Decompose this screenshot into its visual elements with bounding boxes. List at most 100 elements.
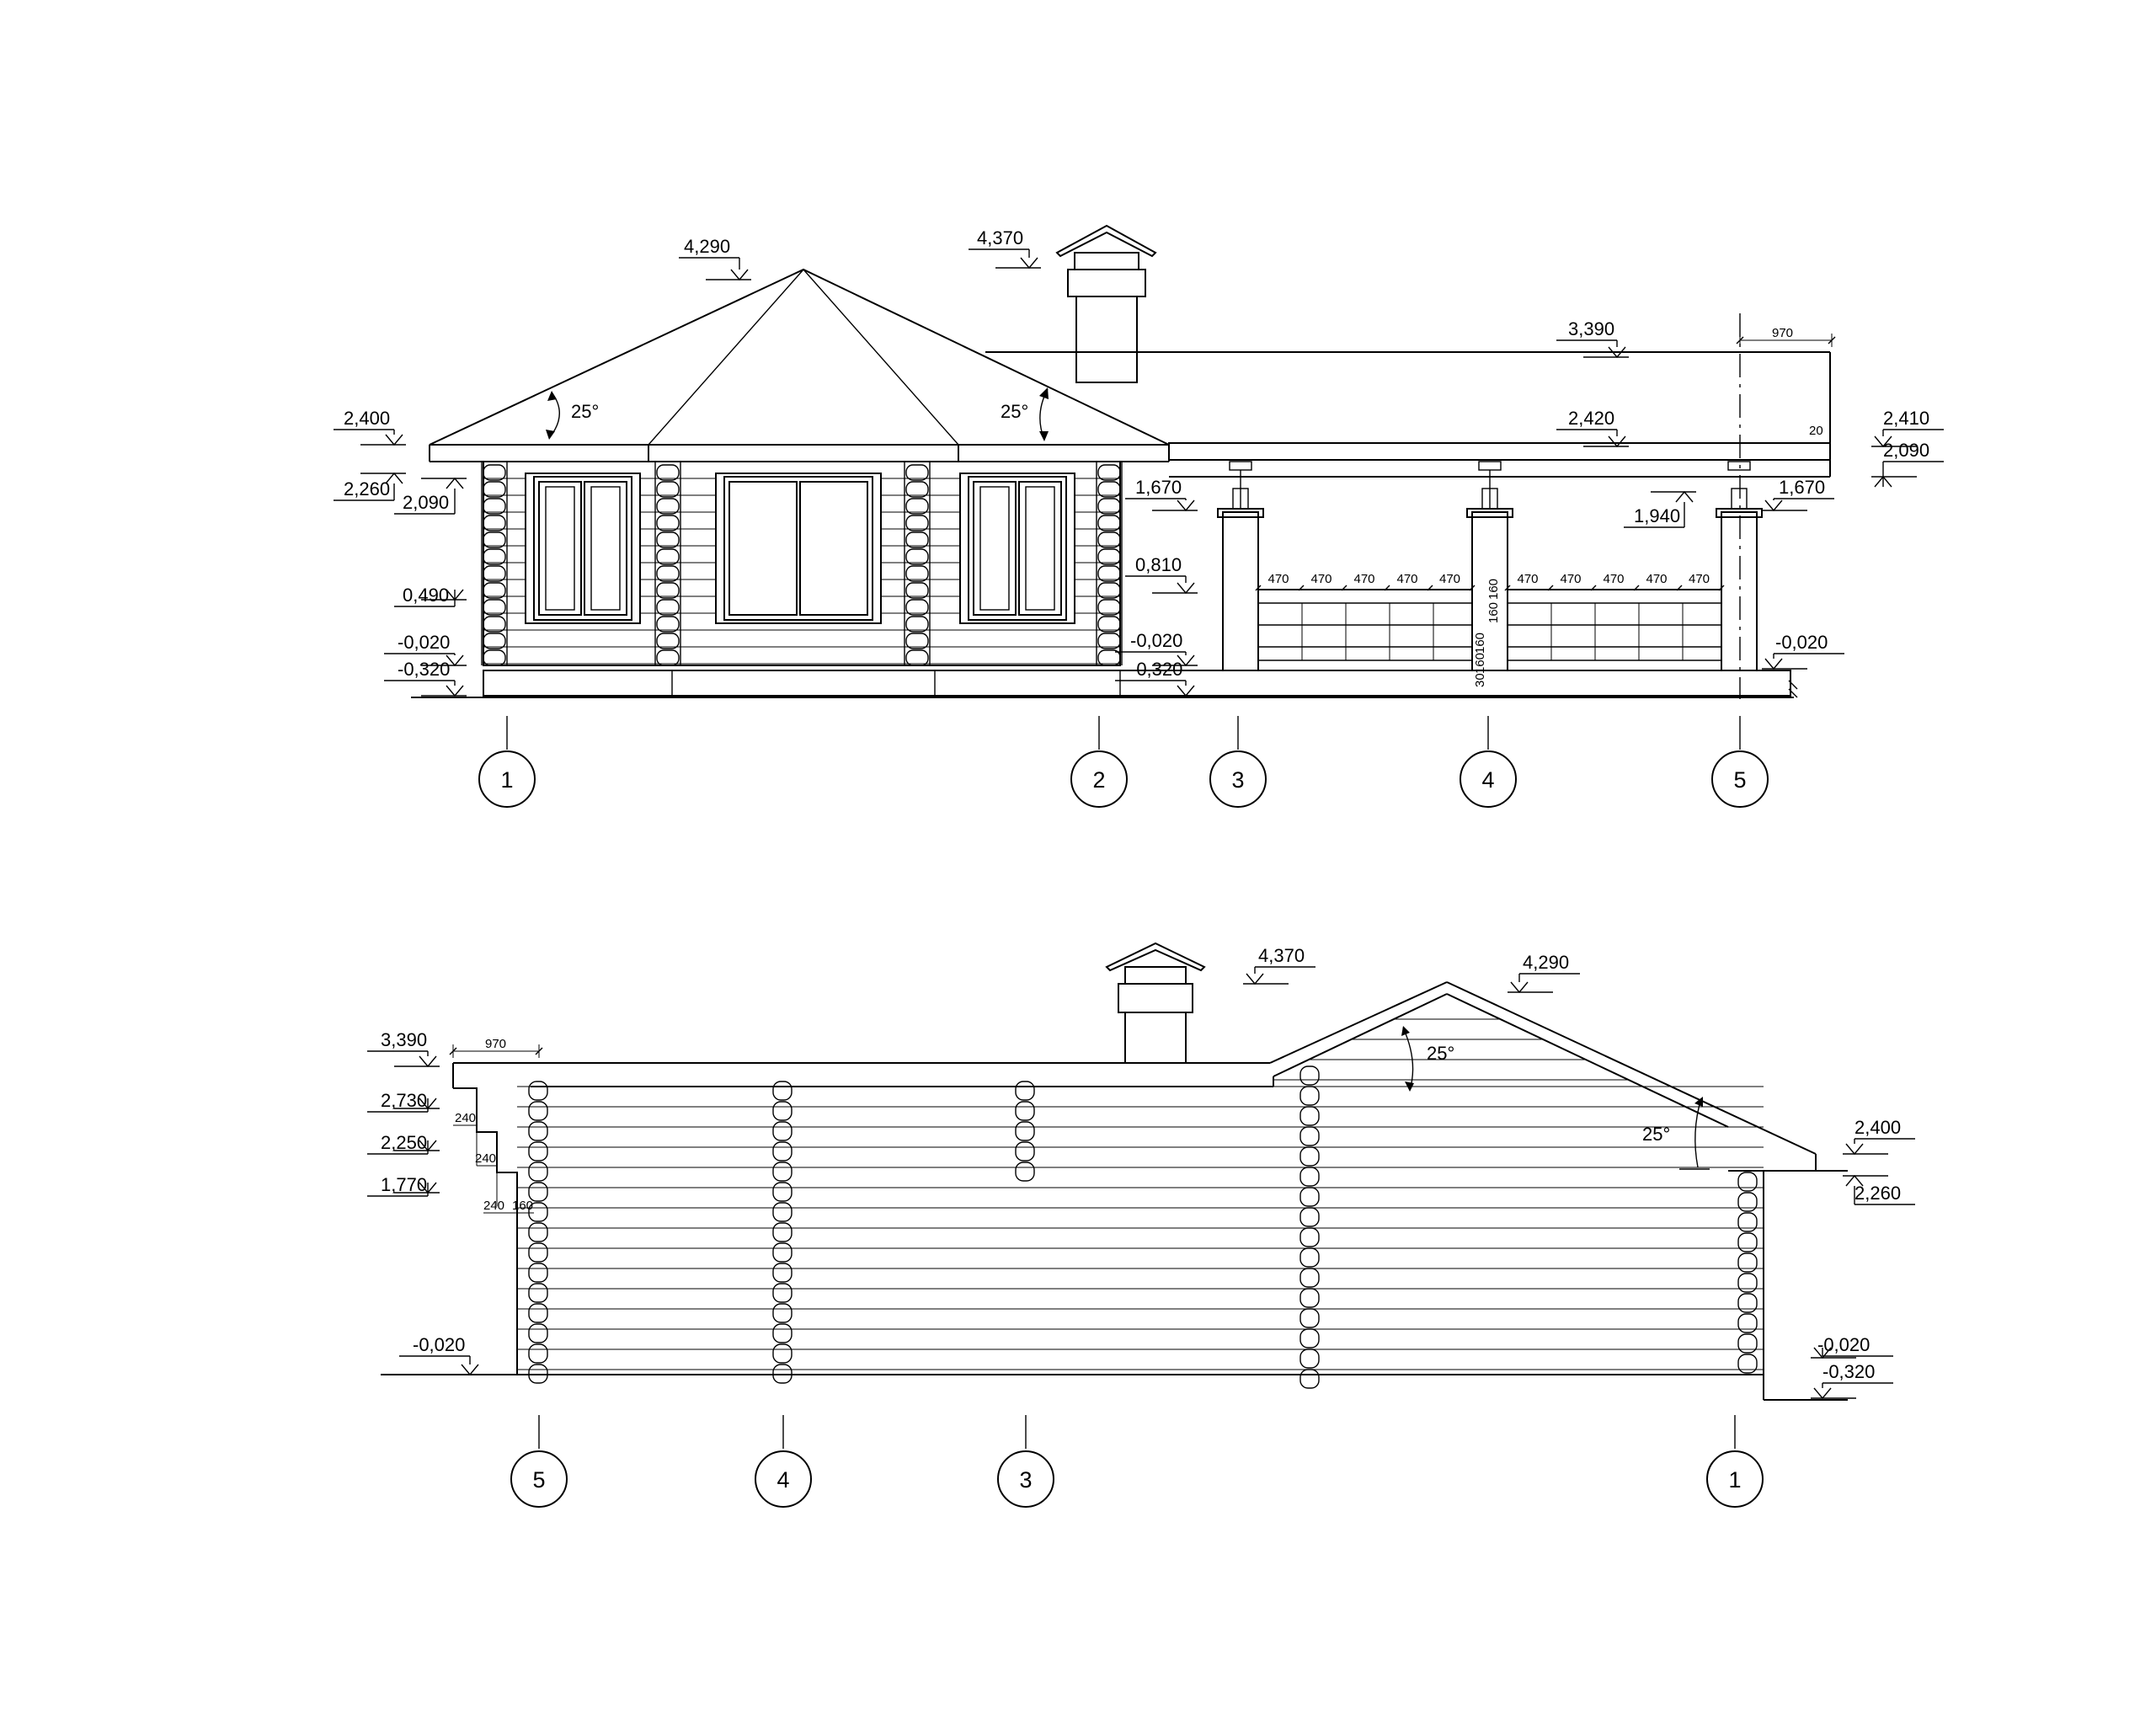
level-mark-sill_left: 0,490: [394, 585, 467, 607]
log-end: [656, 633, 680, 649]
log-end: [1097, 616, 1121, 633]
level-mark-ground_right: -0,320: [1811, 1361, 1893, 1400]
log-end: [1737, 1232, 1758, 1252]
log-end: [772, 1141, 792, 1162]
side-roof: [452, 981, 1848, 1172]
log-end: [905, 649, 929, 666]
level-value-chimney: 4,370: [977, 227, 1023, 248]
axis-label: 5: [532, 1467, 545, 1493]
log-end: [1299, 1187, 1320, 1207]
log-end: [1299, 1288, 1320, 1308]
side-step-dim-1: 240: [455, 1111, 476, 1125]
log-end: [483, 548, 506, 565]
log-end: [1015, 1081, 1035, 1101]
side-chimney: [1105, 942, 1206, 1064]
front-angle-left: 25°: [571, 401, 599, 422]
side-step-dims: 970 240 240 240 160: [449, 1037, 543, 1214]
log-end: [1097, 565, 1121, 582]
log-end: [1299, 1086, 1320, 1106]
axis-marker: [755, 1450, 812, 1508]
log-end: [528, 1121, 548, 1141]
log-end: [528, 1303, 548, 1323]
railing-vertical-label: 160: [1473, 633, 1487, 654]
log-end: [905, 633, 929, 649]
level-mark-terrace_roof: 3,390: [1556, 318, 1629, 359]
log-end: [772, 1263, 792, 1283]
railing-spacing-label: 470: [1604, 572, 1625, 586]
level-mark-terrace_eave: 2,420: [1556, 408, 1629, 448]
log-end: [1299, 1308, 1320, 1328]
level-value-wall_top_right: 2,260: [1854, 1183, 1901, 1204]
log-end: [1737, 1293, 1758, 1313]
level-value-terrace_roof: 3,390: [1568, 318, 1614, 339]
axis-label: 3: [1019, 1467, 1032, 1493]
level-value-step_1: 2,730: [381, 1090, 427, 1111]
log-end: [483, 649, 506, 666]
level-mark-floor_mid: -0,020: [1115, 630, 1198, 667]
level-mark-step_2: 2,250: [367, 1132, 440, 1155]
log-end: [1015, 1141, 1035, 1162]
level-mark-post_top_left: 1,670: [1125, 477, 1198, 512]
level-value-step_3: 1,770: [381, 1174, 427, 1195]
log-end: [1737, 1273, 1758, 1293]
log-end: [1737, 1333, 1758, 1354]
front-chimney: [1055, 224, 1157, 383]
railing-spacing-label: 470: [1646, 572, 1668, 586]
level-mark-wall_top_right: 2,260: [1843, 1174, 1915, 1205]
front-angle-right: 25°: [1001, 401, 1028, 422]
level-value-roof_left: 3,390: [381, 1029, 427, 1050]
log-end: [528, 1162, 548, 1182]
log-end: [1015, 1121, 1035, 1141]
level-mark-eave_right: 2,400: [1843, 1117, 1915, 1156]
side-step-dim-3: 240: [483, 1199, 504, 1213]
level-value-beam_right: 2,090: [1883, 440, 1929, 461]
log-end: [528, 1242, 548, 1263]
axis-label: 1: [1728, 1467, 1741, 1493]
side-overhang-value: 970: [485, 1037, 506, 1051]
log-end: [656, 531, 680, 548]
log-end: [772, 1323, 792, 1343]
log-end: [772, 1162, 792, 1182]
front-overhang-value: 970: [1772, 326, 1793, 340]
log-end: [656, 565, 680, 582]
railing-dim-tick: [1384, 585, 1390, 591]
level-value-chimney: 4,370: [1258, 945, 1305, 966]
log-end: [1097, 633, 1121, 649]
log-end: [905, 565, 929, 582]
side-step-dim-4: 160: [512, 1199, 533, 1213]
railing-dim-tick: [1590, 585, 1597, 591]
log-end: [1097, 498, 1121, 515]
log-end: [1737, 1354, 1758, 1374]
axis-marker: [1209, 750, 1267, 808]
log-end: [483, 531, 506, 548]
front-terrace-roof: [985, 351, 1831, 478]
log-end: [1097, 464, 1121, 481]
railing-dim-tick: [1469, 585, 1476, 591]
level-mark-wall_top_left: 2,260: [334, 472, 406, 501]
railing-spacing-label: 470: [1268, 572, 1289, 586]
log-end: [656, 582, 680, 599]
level-value-post_cap: 1,940: [1634, 505, 1680, 526]
log-end: [528, 1323, 548, 1343]
axis-label: 1: [500, 767, 513, 793]
log-end: [528, 1141, 548, 1162]
level-value-sill_left: 0,490: [403, 585, 449, 606]
axis-marker: [478, 750, 536, 808]
log-end: [483, 481, 506, 498]
log-end: [1299, 1328, 1320, 1348]
axis-marker: [1706, 1450, 1764, 1508]
log-end: [528, 1101, 548, 1121]
level-value-post_top_right: 1,670: [1779, 477, 1825, 498]
railing-spacing-label: 470: [1354, 572, 1375, 586]
log-end: [1299, 1369, 1320, 1389]
log-end: [656, 498, 680, 515]
log-end: [1097, 548, 1121, 565]
axis-marker: [510, 1450, 568, 1508]
railing-dim-tick: [1427, 585, 1433, 591]
log-end: [1299, 1247, 1320, 1268]
log-end: [483, 464, 506, 481]
log-end: [905, 582, 929, 599]
railing-dim-tick: [1676, 585, 1683, 591]
